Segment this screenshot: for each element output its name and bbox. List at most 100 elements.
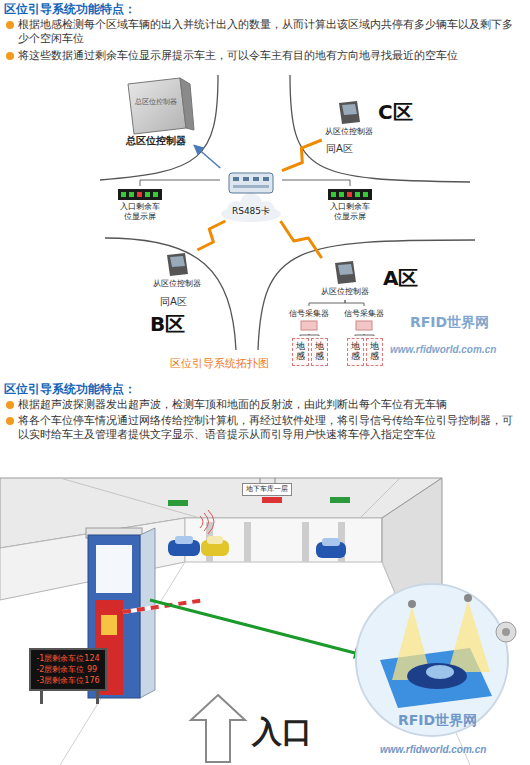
bullet-dot — [6, 401, 14, 409]
rs485-card-icon — [253, 177, 259, 181]
space-display: 入口剩余车位显示屏 — [116, 188, 164, 224]
loop-sensor-text: 地感 — [370, 342, 379, 362]
car — [175, 536, 193, 544]
space-indicator — [330, 497, 350, 503]
wireless-link — [282, 140, 322, 171]
display-icon — [129, 192, 134, 197]
floor-sign: 地下车库一层 — [242, 483, 292, 496]
rs485-card-icon — [233, 185, 269, 188]
led-board: -1层剩余车位124-2层剩余车位 99-3层剩余车位176 — [29, 648, 106, 691]
wireless-link — [197, 221, 225, 250]
pillar — [244, 522, 251, 562]
zone-note: 同A区 — [160, 296, 187, 308]
watermark-url: www.rfidworld.com.cn — [390, 344, 496, 356]
display-icon — [121, 192, 126, 197]
zone-note: 同A区 — [326, 143, 353, 155]
floor-arrow — [191, 695, 245, 762]
led-board-text: -2层剩余车位 99 — [36, 664, 99, 675]
detail-bubble — [464, 594, 472, 602]
toll-booth — [96, 545, 132, 593]
led-board-text: -3层剩余车位176 — [36, 675, 99, 686]
section-heading: 区位引导系统功能特点： — [4, 382, 136, 396]
loop-sensor: 地感 — [366, 338, 383, 366]
bullet-dot — [6, 21, 14, 425]
display-icon — [145, 192, 150, 197]
floor-text: 入口 — [252, 714, 312, 750]
watermark: RFID世界网 — [398, 712, 477, 729]
detail-bubble — [407, 663, 467, 689]
display-icon — [339, 192, 344, 197]
controller-icon — [180, 78, 194, 130]
zone-name: B区 — [150, 312, 185, 336]
bullet-dot — [6, 21, 14, 29]
section-heading: 区位引导系统功能特点： — [4, 2, 136, 16]
zone-controller-text: 从区位控制器 — [152, 279, 202, 289]
display-icon — [118, 189, 372, 200]
zone-controller-icon — [167, 253, 188, 276]
wireless-link — [280, 221, 321, 258]
display-icon — [328, 189, 372, 200]
wire — [309, 300, 345, 306]
zone-name: C区 — [378, 100, 413, 124]
road — [258, 240, 475, 350]
rs485-card-icon — [221, 173, 281, 222]
garage-ceiling — [60, 478, 200, 518]
space-indicator — [262, 497, 282, 503]
rs485-card-icon — [263, 177, 269, 181]
rs485-card: RS485卡 — [222, 170, 280, 219]
collector-icon — [356, 321, 372, 330]
loop-sensor-text: 地感 — [296, 342, 305, 362]
wire — [355, 334, 364, 336]
bullet-dot — [6, 52, 14, 60]
zone-controller-icon — [170, 256, 185, 267]
master-controller-text: 总区位控制器 — [122, 134, 190, 147]
wire — [140, 180, 220, 186]
wire — [300, 334, 309, 336]
bullet-dot — [6, 417, 14, 425]
rs485-card-icon — [221, 193, 281, 222]
loop-sensor-text: 地感 — [351, 342, 360, 362]
car — [168, 536, 346, 558]
zone-controller-icon — [338, 264, 353, 275]
car — [322, 538, 340, 546]
zone-controller-icon — [342, 104, 357, 115]
toll-booth — [40, 690, 43, 704]
road — [290, 75, 470, 182]
road — [100, 75, 218, 180]
car — [207, 536, 223, 544]
road — [105, 238, 236, 350]
rs485-card-icon — [221, 206, 281, 222]
zone-controller-text: 从区位控制器 — [324, 127, 374, 137]
zone-controller-icon — [335, 261, 356, 284]
collector-icon — [301, 321, 317, 330]
detail-bubble — [356, 584, 516, 736]
ultrasonic-wave — [200, 516, 203, 528]
display-icon — [153, 192, 158, 197]
zone-controller: 从区位控制器 — [322, 100, 376, 138]
space-display-text: 入口剩余车位显示屏 — [118, 202, 162, 222]
floor-arrow — [191, 695, 245, 762]
zone-controller: 从区位控制器 — [150, 252, 204, 290]
signal-arrow — [194, 145, 220, 168]
signal-collector: 信号采集器 — [285, 308, 333, 332]
ultrasonic-wave — [208, 510, 214, 534]
detail-bubble — [426, 665, 454, 679]
zone-controller-text: 从区位控制器 — [320, 287, 370, 297]
display-icon — [118, 189, 162, 200]
garage-wall — [185, 518, 382, 562]
led-board-text: -1层剩余车位124 — [36, 653, 99, 664]
signal-collector-text: 信号采集器 — [342, 309, 386, 319]
display-icon — [347, 192, 352, 197]
zone-controller-icon — [339, 101, 360, 124]
bullet-note: 将这些数据通过剩余车位显示屏提示车主，可以令车主有目的地有方向地寻找最近的空车位 — [18, 49, 523, 63]
bullet-note: 将各个车位停车情况通过网络传给控制计算机，再经过软件处理，将引导信号传给车位引导… — [18, 414, 523, 442]
detail-bubble — [502, 628, 510, 636]
detail-bubble — [356, 584, 508, 736]
zone-controller: 从区位控制器 — [318, 260, 372, 298]
wire — [309, 334, 319, 336]
guide-arrow — [150, 600, 355, 653]
rs485-card-icon — [243, 177, 249, 181]
bullet-note: 根据超声波探测器发出超声波，检测车顶和地面的反射波，由此判断出每个车位有无车辆 — [18, 398, 523, 412]
toll-booth — [96, 690, 99, 704]
